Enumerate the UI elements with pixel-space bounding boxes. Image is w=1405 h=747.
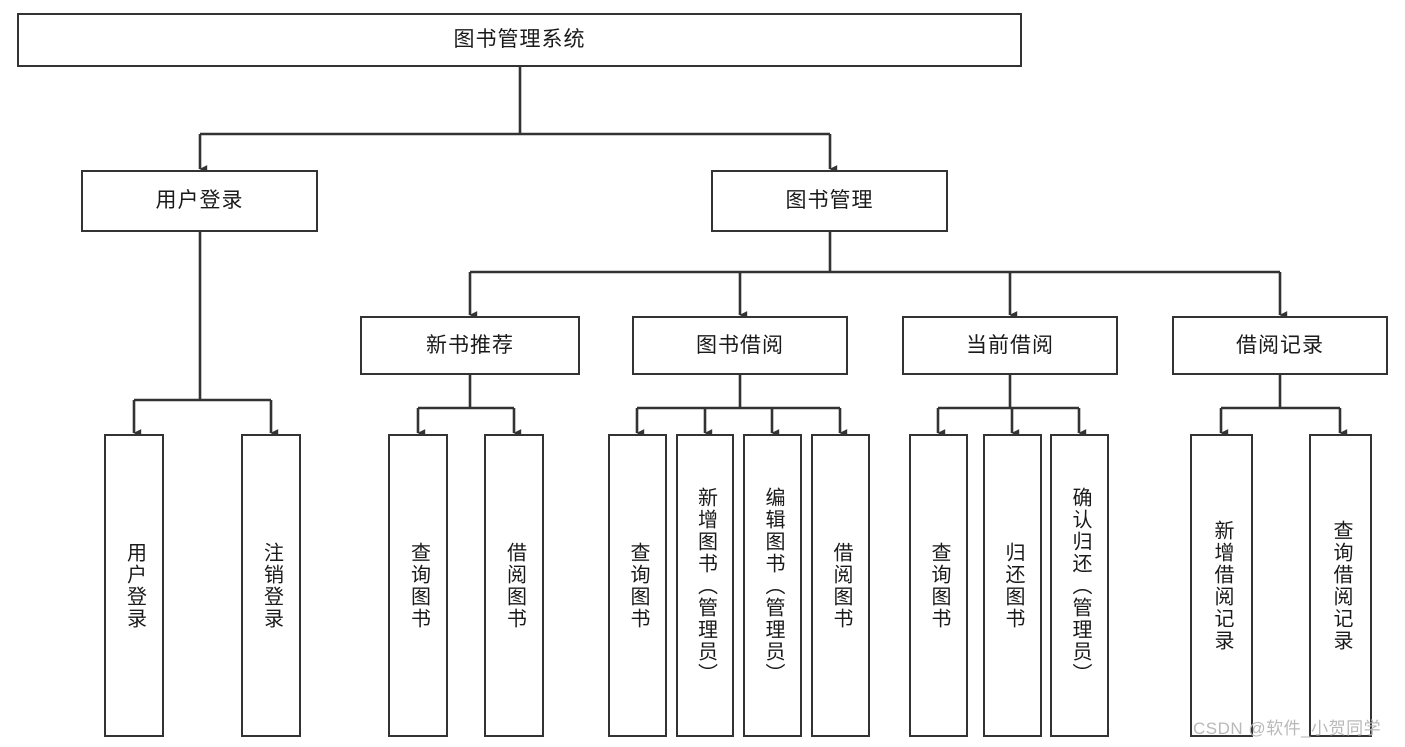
- node-user-login[interactable]: 用户登录: [81, 170, 318, 232]
- node-label: 图书管理: [785, 189, 874, 213]
- csdn-watermark: CSDN @软件_小贺同学: [1193, 719, 1382, 738]
- node-book-borrowing[interactable]: 图书借阅: [632, 316, 848, 375]
- node-label: 归还图书: [1002, 541, 1024, 630]
- node-label: 新书推荐: [426, 333, 514, 357]
- node-label: 图书管理系统: [453, 28, 586, 52]
- node-label: 图书借阅: [696, 333, 784, 357]
- node-leaf-query-books-rec[interactable]: 查询图书: [388, 434, 448, 737]
- node-leaf-query-books-borrow[interactable]: 查询图书: [608, 434, 667, 737]
- node-label: 查询借阅记录: [1330, 519, 1352, 652]
- node-leaf-query-borrow-record[interactable]: 查询借阅记录: [1309, 434, 1372, 737]
- node-leaf-confirm-return-admin[interactable]: 确认归还（管理员）: [1050, 434, 1109, 737]
- node-label: 新增图书（管理员）: [694, 486, 717, 685]
- node-leaf-add-book-admin[interactable]: 新增图书（管理员）: [676, 434, 734, 737]
- node-label: 查询图书: [627, 541, 649, 630]
- node-leaf-borrow-books-rec[interactable]: 借阅图书: [484, 434, 544, 737]
- node-book-management[interactable]: 图书管理: [711, 170, 948, 232]
- node-label: 确认归还（管理员）: [1069, 486, 1091, 685]
- node-current-borrowing[interactable]: 当前借阅: [902, 316, 1118, 375]
- node-leaf-query-books-current[interactable]: 查询图书: [909, 434, 968, 737]
- node-label: 用户登录: [123, 541, 146, 630]
- node-label: 编辑图书（管理员）: [762, 486, 784, 685]
- node-label: 新增借阅记录: [1211, 519, 1233, 652]
- node-label: 借阅图书: [503, 541, 526, 630]
- node-leaf-add-borrow-record[interactable]: 新增借阅记录: [1190, 434, 1253, 737]
- node-root-title[interactable]: 图书管理系统: [17, 13, 1022, 67]
- node-new-book-recommendation[interactable]: 新书推荐: [360, 316, 580, 375]
- node-label: 当前借阅: [966, 333, 1054, 357]
- node-label: 用户登录: [155, 189, 244, 213]
- node-label: 查询图书: [928, 541, 950, 630]
- node-leaf-borrow-book[interactable]: 借阅图书: [811, 434, 870, 737]
- node-label: 查询图书: [407, 541, 430, 630]
- node-label: 借阅记录: [1236, 333, 1324, 357]
- node-label: 注销登录: [260, 541, 283, 630]
- node-borrow-records[interactable]: 借阅记录: [1172, 316, 1388, 375]
- node-leaf-logout-login[interactable]: 注销登录: [241, 434, 301, 737]
- node-leaf-edit-book-admin[interactable]: 编辑图书（管理员）: [743, 434, 802, 737]
- node-leaf-return-book[interactable]: 归还图书: [983, 434, 1042, 737]
- node-leaf-user-login[interactable]: 用户登录: [104, 434, 164, 737]
- node-label: 借阅图书: [830, 541, 852, 630]
